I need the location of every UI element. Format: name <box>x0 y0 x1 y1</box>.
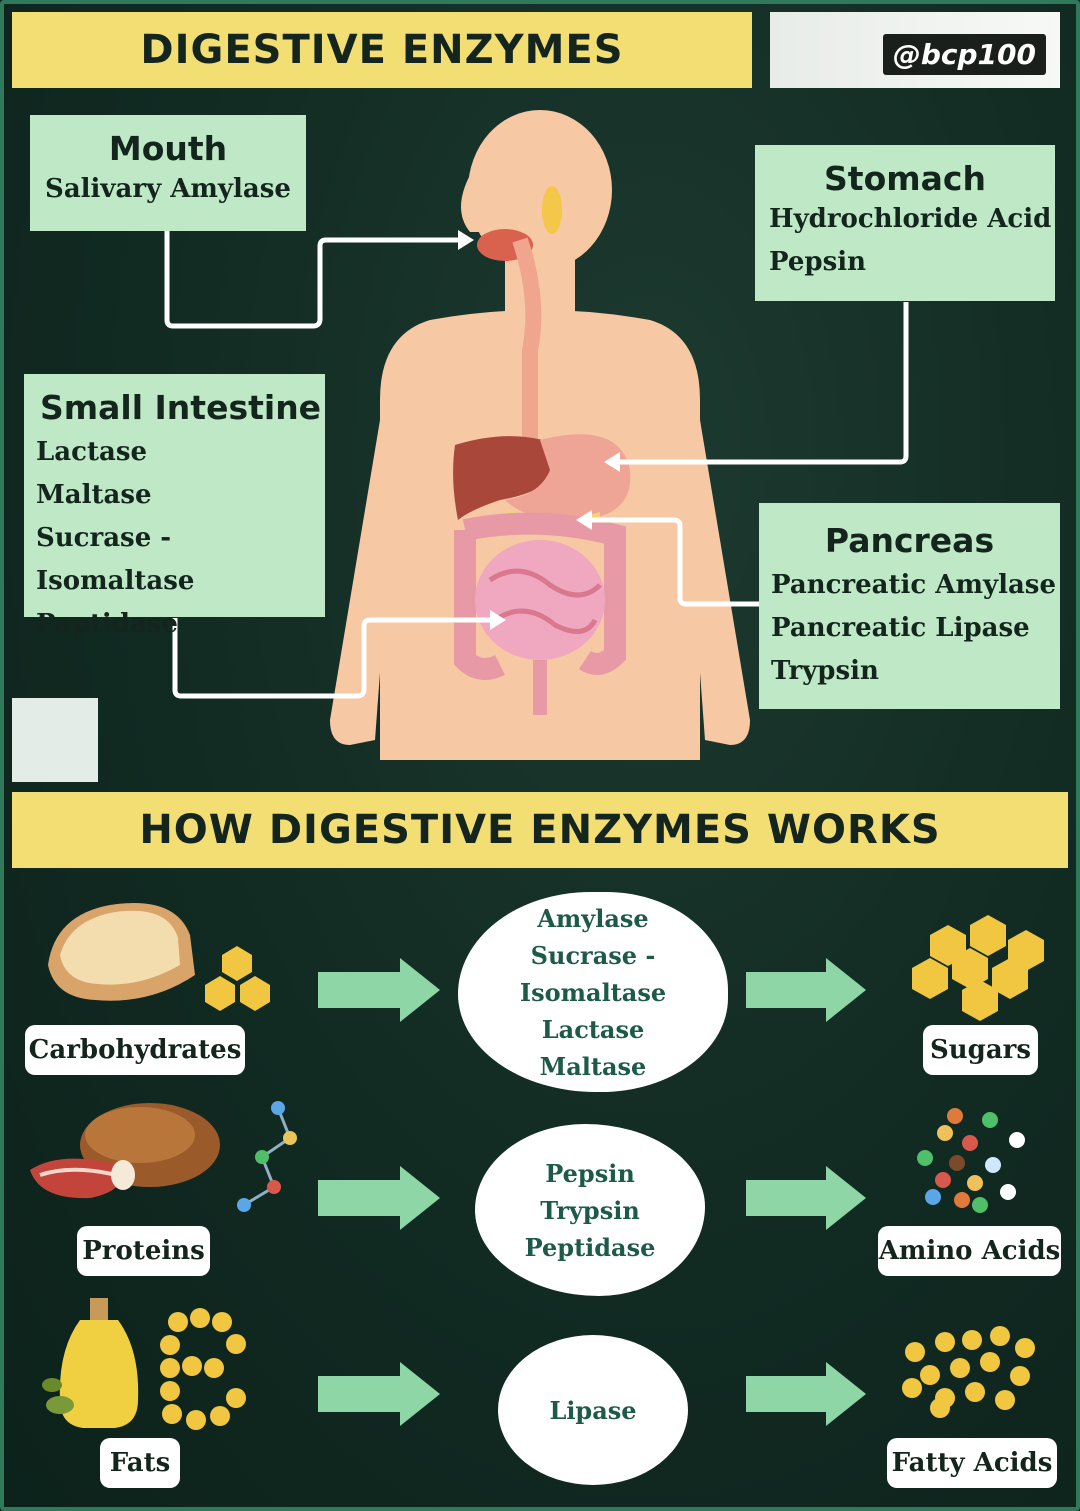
section-title: HOW DIGESTIVE ENZYMES WORKS <box>139 807 941 853</box>
enzyme-blob: Lipase <box>498 1335 688 1485</box>
mouth-organ <box>477 186 562 440</box>
enzyme-name: Peptidase <box>524 1232 656 1262</box>
meat-icon <box>30 1103 220 1199</box>
stomach-organ <box>505 434 631 520</box>
input-label: Fats <box>100 1438 180 1488</box>
enzyme-name: Pepsin <box>545 1158 635 1188</box>
pancreas-enzyme: Trypsin <box>771 656 879 686</box>
stomach-enzyme: Hydrochloride Acid <box>769 204 1052 234</box>
input-label: Carbohydrates <box>25 1025 245 1075</box>
bread-icon <box>48 903 195 1001</box>
mouth-enzyme: Salivary Amylase <box>45 174 291 204</box>
stomach-box: Stomach Hydrochloride Acid Pepsin <box>755 145 1055 301</box>
fatty-acids-icon <box>902 1326 1035 1418</box>
arrow-carbs-right <box>746 958 866 1022</box>
pancreas-title: Pancreas <box>824 521 995 560</box>
small-intestine-enzyme: Maltase <box>36 480 152 510</box>
output-label: Amino Acids <box>878 1226 1061 1276</box>
connector-stomach <box>618 302 909 465</box>
connector-intestine <box>172 617 494 699</box>
section-banner: HOW DIGESTIVE ENZYMES WORKS <box>12 792 1068 868</box>
connector-arrowheads <box>458 230 620 630</box>
intestines-organ <box>454 512 626 715</box>
title-banner: DIGESTIVE ENZYMES <box>12 12 752 88</box>
mouth-box: Mouth Salivary Amylase <box>30 115 306 231</box>
output-label: Sugars <box>923 1025 1038 1075</box>
decorative-square <box>12 698 98 782</box>
fat-molecule-icon <box>160 1308 246 1430</box>
small-intestine-enzyme: Paptidase <box>36 609 178 639</box>
arrow-carbs-left <box>318 958 440 1022</box>
connectors <box>164 230 909 699</box>
stomach-title: Stomach <box>824 159 986 198</box>
arrow-proteins-right <box>746 1166 866 1230</box>
stomach-enzyme: Pepsin <box>769 247 866 277</box>
enzyme-blob: Pepsin Trypsin Peptidase <box>475 1124 705 1296</box>
handle-badge: @bcp100 <box>770 12 1060 88</box>
arrow-fats-left <box>318 1362 440 1426</box>
enzyme-name: Lactase <box>541 1014 645 1044</box>
arrow-proteins-left <box>318 1166 440 1230</box>
enzyme-blob: Amylase Sucrase - Isomaltase Lactase Mal… <box>458 892 728 1092</box>
enzyme-name: Lipase <box>549 1395 637 1425</box>
enzyme-name: Amylase <box>537 903 649 933</box>
output-label: Fatty Acids <box>887 1438 1057 1488</box>
mouth-title: Mouth <box>108 129 228 168</box>
oil-bottle-icon <box>42 1298 139 1428</box>
enzyme-name: Maltase <box>539 1051 647 1081</box>
liver-organ <box>453 436 570 520</box>
enzyme-name: Sucrase - Isomaltase <box>519 940 667 1007</box>
amino-molecule-icon <box>237 1101 297 1212</box>
amino-acids-icon <box>917 1108 1025 1213</box>
enzyme-name: Trypsin <box>540 1195 640 1225</box>
arrow-fats-right <box>746 1362 866 1426</box>
pancreas-enzyme: Pancreatic Lipase <box>771 613 1030 643</box>
pancreas-enzyme: Pancreatic Amylase <box>771 570 1056 600</box>
input-label: Proteins <box>77 1226 210 1276</box>
small-intestine-enzyme: Lactase <box>36 437 147 467</box>
process-arrows <box>318 958 866 1426</box>
pancreas-box: Pancreas Pancreatic Amylase Pancreatic L… <box>759 503 1060 709</box>
sugar-molecule-icon <box>205 946 270 1011</box>
connector-pancreas <box>590 517 760 607</box>
small-intestine-title: Small Intestine <box>40 388 322 427</box>
connector-mouth <box>164 230 462 329</box>
small-intestine-enzyme: Sucrase - Isomaltase <box>36 523 195 596</box>
handle-text: @bcp100 <box>882 34 1046 75</box>
page-title: DIGESTIVE ENZYMES <box>140 27 624 73</box>
sugars-icon <box>912 915 1044 1021</box>
small-intestine-box: Small Intestine Lactase Maltase Sucrase … <box>24 374 325 639</box>
